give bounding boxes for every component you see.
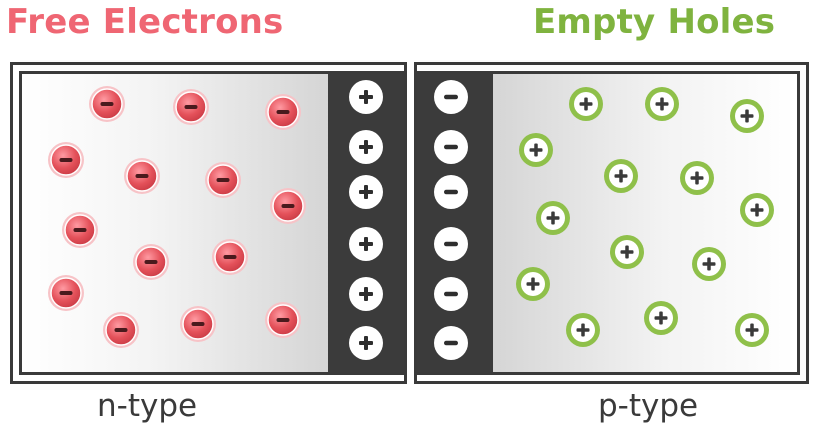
p-type-material — [417, 71, 800, 375]
p-type-region — [414, 62, 809, 384]
p-type-caption: p-type — [598, 388, 699, 424]
n-type-title: Free Electrons — [6, 2, 284, 42]
n-type-material — [19, 71, 404, 375]
n-type-region — [10, 62, 407, 384]
p-type-title: Empty Holes — [533, 2, 776, 42]
n-type-caption: n-type — [97, 388, 198, 424]
p-depletion-zone — [417, 74, 493, 372]
n-depletion-zone — [328, 74, 404, 372]
